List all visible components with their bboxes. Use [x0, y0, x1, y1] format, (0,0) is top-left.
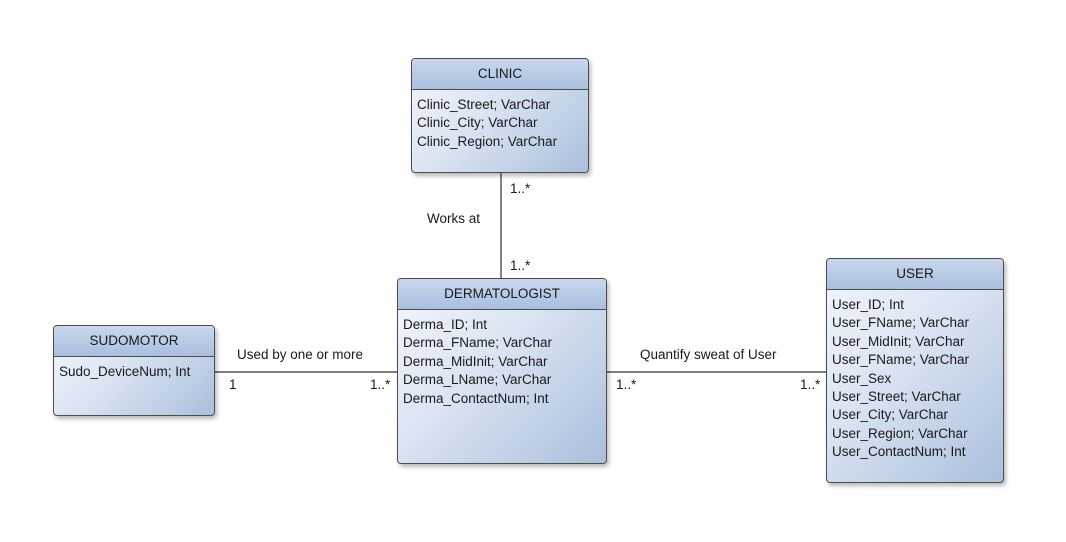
- attribute: User_ID; Int: [832, 297, 905, 312]
- entity-clinic-name: CLINIC: [412, 59, 588, 90]
- entity-dermatologist-attributes: Derma_ID; Int Derma_FName; VarChar Derma…: [398, 310, 606, 408]
- entity-user-attributes: User_ID; Int User_FName; VarChar User_Mi…: [827, 290, 1003, 462]
- attribute: Clinic_City; VarChar: [417, 115, 538, 131]
- attribute: Derma_LName; VarChar: [403, 372, 552, 388]
- attribute: User_MidInit; VarChar: [832, 333, 965, 349]
- attribute: User_Region; VarChar: [832, 425, 968, 441]
- entity-sudomotor-name: SUDOMOTOR: [54, 326, 214, 357]
- entity-user-name: USER: [827, 259, 1003, 290]
- attribute: Derma_ID; Int: [403, 317, 488, 332]
- entity-user[interactable]: USER User_ID; Int User_FName; VarChar Us…: [826, 258, 1004, 483]
- multiplicity-sudomotor-used-by: 1: [229, 377, 237, 392]
- attribute: Derma_MidInit; VarChar: [403, 353, 548, 369]
- attribute: User_FName; VarChar: [832, 352, 970, 368]
- entity-dermatologist-name: DERMATOLOGIST: [398, 279, 606, 310]
- attribute: User_City; VarChar: [832, 407, 949, 423]
- entity-dermatologist[interactable]: DERMATOLOGIST Derma_ID; Int Derma_FName;…: [397, 278, 607, 464]
- attribute: Derma_FName; VarChar: [403, 335, 553, 351]
- entity-sudomotor[interactable]: SUDOMOTOR Sudo_DeviceNum; Int: [53, 325, 215, 416]
- multiplicity-clinic-works-at: 1..*: [510, 181, 531, 196]
- entity-clinic[interactable]: CLINIC Clinic_Street; VarChar Clinic_Cit…: [411, 58, 589, 173]
- attribute: Clinic_Region; VarChar: [417, 133, 558, 149]
- multiplicity-dermatologist-works-at: 1..*: [510, 258, 531, 273]
- relationship-label-works-at: Works at: [427, 211, 481, 226]
- relationship-label-used-by: Used by one or more: [237, 347, 364, 362]
- relationship-label-quantify: Quantify sweat of User: [640, 347, 777, 362]
- attribute: User_FName; VarChar: [832, 315, 970, 331]
- multiplicity-dermatologist-used-by: 1..*: [370, 377, 391, 392]
- attribute: User_Street; VarChar: [832, 389, 961, 405]
- multiplicity-dermatologist-quantify: 1..*: [616, 377, 637, 392]
- attribute: Clinic_Street; VarChar: [417, 97, 551, 112]
- multiplicity-user-quantify: 1..*: [800, 377, 821, 392]
- attribute: Derma_ContactNum; Int: [403, 390, 549, 406]
- entity-clinic-attributes: Clinic_Street; VarChar Clinic_City; VarC…: [412, 90, 588, 151]
- attribute: Sudo_DeviceNum; Int: [59, 364, 191, 379]
- entity-sudomotor-attributes: Sudo_DeviceNum; Int: [54, 357, 214, 381]
- attribute: User_ContactNum; Int: [832, 444, 966, 460]
- attribute: User_Sex: [832, 370, 892, 386]
